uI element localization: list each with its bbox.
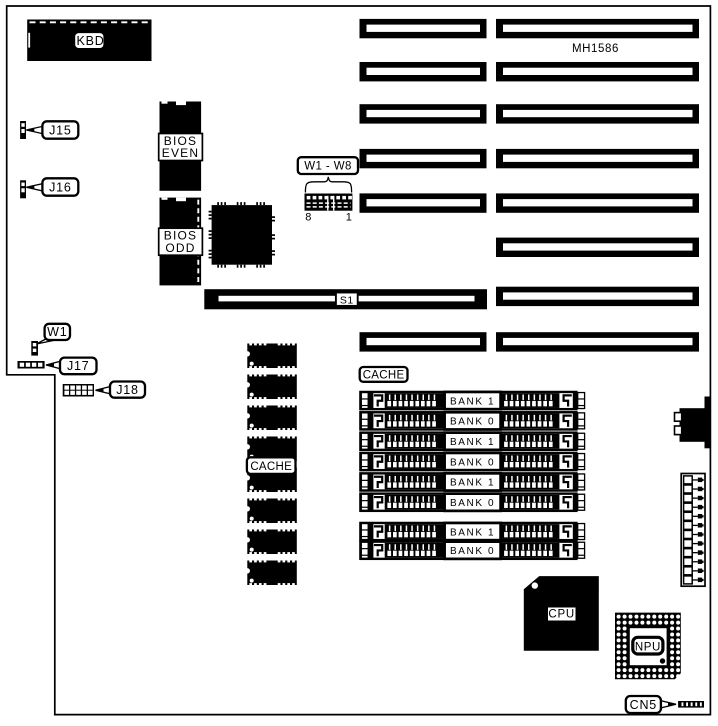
svg-text:S1: S1 <box>340 294 354 306</box>
svg-text:BANK 1: BANK 1 <box>450 437 495 448</box>
svg-text:W1 - W8: W1 - W8 <box>304 161 352 173</box>
svg-text:8: 8 <box>305 212 312 224</box>
svg-text:BANK 1: BANK 1 <box>450 527 495 538</box>
svg-text:J18: J18 <box>116 383 139 397</box>
svg-text:EVEN: EVEN <box>162 146 199 160</box>
svg-text:J15: J15 <box>49 123 72 137</box>
svg-text:MH1586: MH1586 <box>572 43 619 55</box>
svg-text:NPU: NPU <box>635 641 661 653</box>
svg-text:BIOS: BIOS <box>164 134 197 148</box>
svg-text:W1: W1 <box>47 325 67 339</box>
svg-text:CACHE: CACHE <box>363 369 405 381</box>
svg-text:CPU: CPU <box>548 609 575 621</box>
svg-text:BANK 0: BANK 0 <box>450 498 495 509</box>
svg-text:BANK 1: BANK 1 <box>450 396 495 407</box>
svg-text:CACHE: CACHE <box>250 461 292 473</box>
svg-text:BANK 0: BANK 0 <box>450 417 495 428</box>
svg-text:BANK 1: BANK 1 <box>450 478 495 489</box>
svg-text:BANK 0: BANK 0 <box>450 457 495 468</box>
svg-text:ODD: ODD <box>165 241 195 255</box>
svg-text:BIOS: BIOS <box>164 229 197 243</box>
svg-text:J17: J17 <box>67 359 90 373</box>
svg-text:CN5: CN5 <box>630 698 657 712</box>
svg-text:1: 1 <box>346 212 353 224</box>
svg-text:KBD: KBD <box>76 34 104 48</box>
svg-text:BANK 0: BANK 0 <box>450 546 495 557</box>
svg-text:J16: J16 <box>49 180 72 194</box>
